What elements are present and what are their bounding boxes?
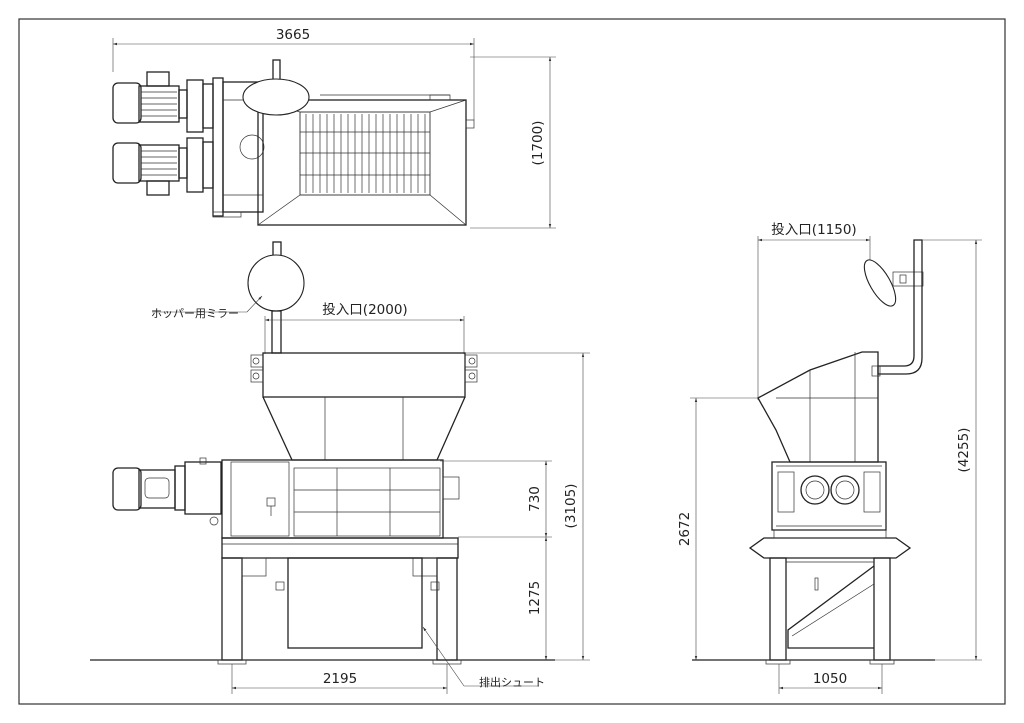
front-view: ホッパー用ミラー 投入口(2000) — [90, 241, 590, 694]
dim-top-depth: (1700) — [530, 121, 546, 166]
drawing-frame — [18, 18, 1006, 705]
label-hopper-mirror: ホッパー用ミラー — [151, 307, 239, 320]
plan-view: 3665 (1700) — [112, 27, 556, 229]
dim-front-body-height: 730 — [527, 486, 543, 512]
dim-side-inlet: 投入口(1150) — [771, 222, 856, 238]
side-mirror — [863, 259, 897, 307]
dim-front-leg-height: 1275 — [527, 581, 543, 615]
front-mirror — [247, 254, 305, 312]
lower-motor — [112, 137, 214, 196]
dim-front-base-width: 2195 — [323, 671, 357, 687]
plan-mirror — [242, 78, 310, 116]
upper-motor — [112, 71, 214, 133]
discharge-chute-front — [287, 557, 423, 649]
dim-side-height-left: 2672 — [677, 512, 693, 546]
cutter-blades — [300, 114, 430, 193]
side-view: 投入口(1150) — [677, 222, 982, 694]
dim-side-base-width: 1050 — [813, 671, 847, 687]
dim-front-inlet: 投入口(2000) — [322, 302, 407, 318]
label-discharge-chute: 排出シュート — [479, 675, 545, 689]
dim-side-total-height: (4255) — [956, 428, 972, 473]
dim-top-width: 3665 — [276, 27, 310, 43]
dim-front-total-height: (3105) — [563, 484, 579, 529]
